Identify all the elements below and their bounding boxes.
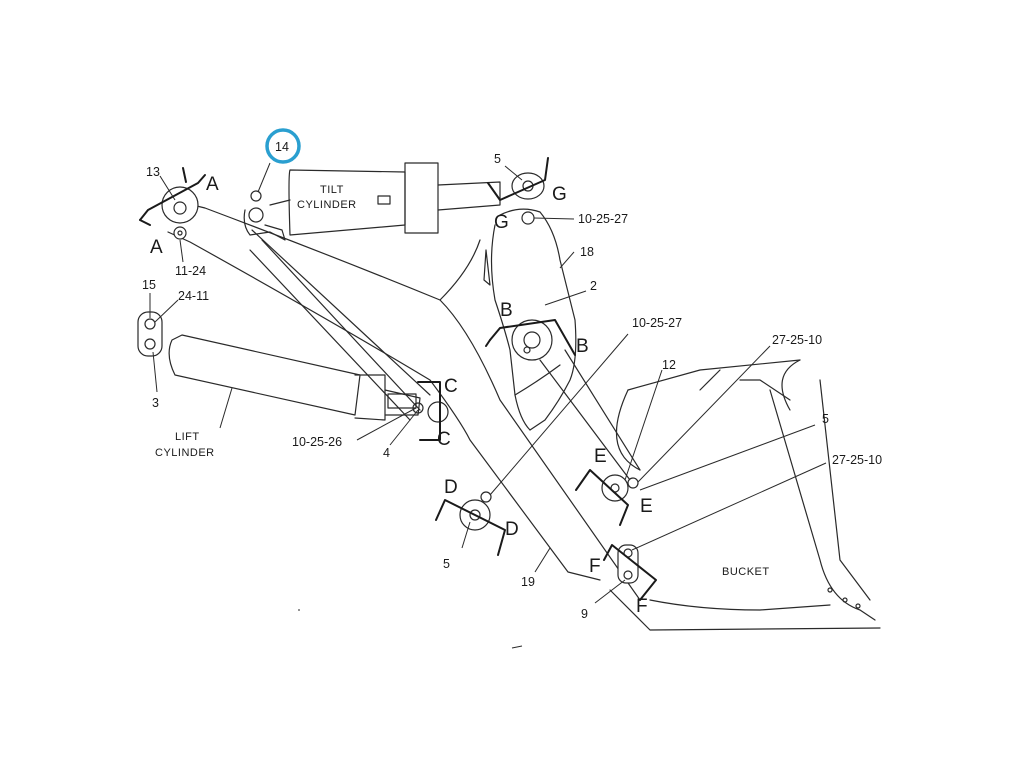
section-f-bottom: F xyxy=(636,596,648,617)
pin-a xyxy=(161,186,199,224)
callout-13: 13 xyxy=(146,165,160,179)
callout-11-24: 11-24 xyxy=(175,264,206,278)
pin-e xyxy=(601,474,629,502)
lift-cylinder: LIFT CYLINDER xyxy=(155,334,421,459)
section-c-top: C xyxy=(444,376,458,397)
leader-lines xyxy=(149,162,827,604)
section-e-top: E xyxy=(594,446,607,467)
pin-c xyxy=(427,401,449,423)
lift-cylinder-label-2: CYLINDER xyxy=(155,447,215,459)
lift-arm xyxy=(167,199,641,601)
section-a-top: A xyxy=(206,174,219,195)
callout-5-right: 5 xyxy=(822,412,829,426)
section-b-top: B xyxy=(500,300,513,321)
callout-2: 2 xyxy=(590,279,597,293)
section-g-bottom: G xyxy=(494,212,509,233)
highlight-ring xyxy=(265,128,301,164)
callout-24-11: 24-11 xyxy=(178,289,209,303)
section-a-bottom: A xyxy=(150,237,163,258)
section-e-bottom: E xyxy=(640,496,653,517)
section-d-top: D xyxy=(444,477,458,498)
callout-labels: 13 11-24 15 24-11 3 5 10-25-27 18 2 10-2… xyxy=(142,152,882,621)
callout-9: 9 xyxy=(581,607,588,621)
tilt-cylinder-label-1: TILT xyxy=(320,184,344,196)
callout-5-bottom: 5 xyxy=(443,557,450,571)
linkage-rods xyxy=(249,229,431,421)
callout-14: 14 xyxy=(275,140,289,154)
section-d-bottom: D xyxy=(505,519,519,540)
section-b-bottom: B xyxy=(576,336,589,357)
callout-12: 12 xyxy=(662,358,676,372)
section-f-top: F xyxy=(589,556,601,577)
highlight-callout-14[interactable]: 14 xyxy=(265,128,301,164)
tilt-link xyxy=(539,349,641,481)
callout-4: 4 xyxy=(383,446,390,460)
lift-cylinder-label-1: LIFT xyxy=(175,431,200,443)
pin-11-24 xyxy=(173,226,187,240)
bucket-label: BUCKET xyxy=(722,566,770,578)
callout-10-25-27-top: 10-25-27 xyxy=(578,212,628,226)
callout-3: 3 xyxy=(152,396,159,410)
callout-10-25-27-mid: 10-25-27 xyxy=(632,316,682,330)
callout-15: 15 xyxy=(142,278,156,292)
tilt-cylinder-label-2: CYLINDER xyxy=(297,199,357,211)
pin-b xyxy=(511,319,553,361)
callout-19: 19 xyxy=(521,575,535,589)
callout-18: 18 xyxy=(580,245,594,259)
callout-27-25-10-bottom: 27-25-10 xyxy=(832,453,882,467)
section-markers: A A G G B B C C D D E E F F xyxy=(139,157,657,617)
section-g-top: G xyxy=(552,184,567,205)
callout-5-top: 5 xyxy=(494,152,501,166)
callout-27-25-10-top: 27-25-10 xyxy=(772,333,822,347)
callout-10-25-26: 10-25-26 xyxy=(292,435,342,449)
pin-14 xyxy=(248,207,264,223)
bucket: BUCKET xyxy=(609,359,881,631)
scan-marks xyxy=(298,609,523,649)
tilt-cylinder: TILT CYLINDER xyxy=(243,162,501,241)
section-c-bottom: C xyxy=(437,429,451,450)
pin-g xyxy=(511,172,545,200)
pin-joints xyxy=(137,172,639,584)
